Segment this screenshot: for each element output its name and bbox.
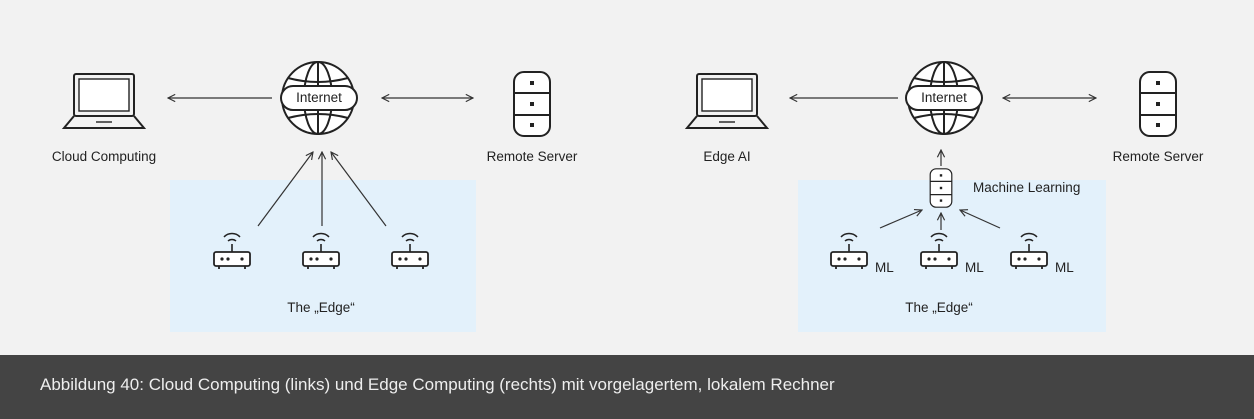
internet-pill xyxy=(280,85,358,111)
ml-tag: ML xyxy=(1055,260,1074,275)
server-label: Remote Server xyxy=(1112,149,1204,164)
database-server-icon xyxy=(513,71,551,137)
figure-caption: Abbildung 40: Cloud Computing (links) un… xyxy=(40,375,835,394)
router-arrow xyxy=(257,152,313,227)
database-server-icon xyxy=(1139,71,1177,137)
router-arrow xyxy=(879,210,922,229)
ml-tag: ML xyxy=(965,260,984,275)
ml-tag: ML xyxy=(875,260,894,275)
database-server-icon xyxy=(929,168,953,208)
machine-learning-label: Machine Learning xyxy=(973,180,1081,195)
router-arrow xyxy=(960,210,1001,229)
device-label: Edge AI xyxy=(703,149,751,164)
internet-label: Internet xyxy=(921,90,967,105)
device-label: Cloud Computing xyxy=(51,149,157,164)
laptop-icon xyxy=(686,73,768,129)
edge-label: The „Edge“ xyxy=(287,300,355,315)
internet-pill xyxy=(905,85,983,111)
caption-bar: Abbildung 40: Cloud Computing (links) un… xyxy=(0,355,1254,419)
router-arrow xyxy=(331,152,387,227)
internet-label: Internet xyxy=(296,90,342,105)
ml-server xyxy=(929,168,953,208)
edge-label: The „Edge“ xyxy=(905,300,973,315)
server-label: Remote Server xyxy=(486,149,578,164)
laptop-icon xyxy=(63,73,145,129)
